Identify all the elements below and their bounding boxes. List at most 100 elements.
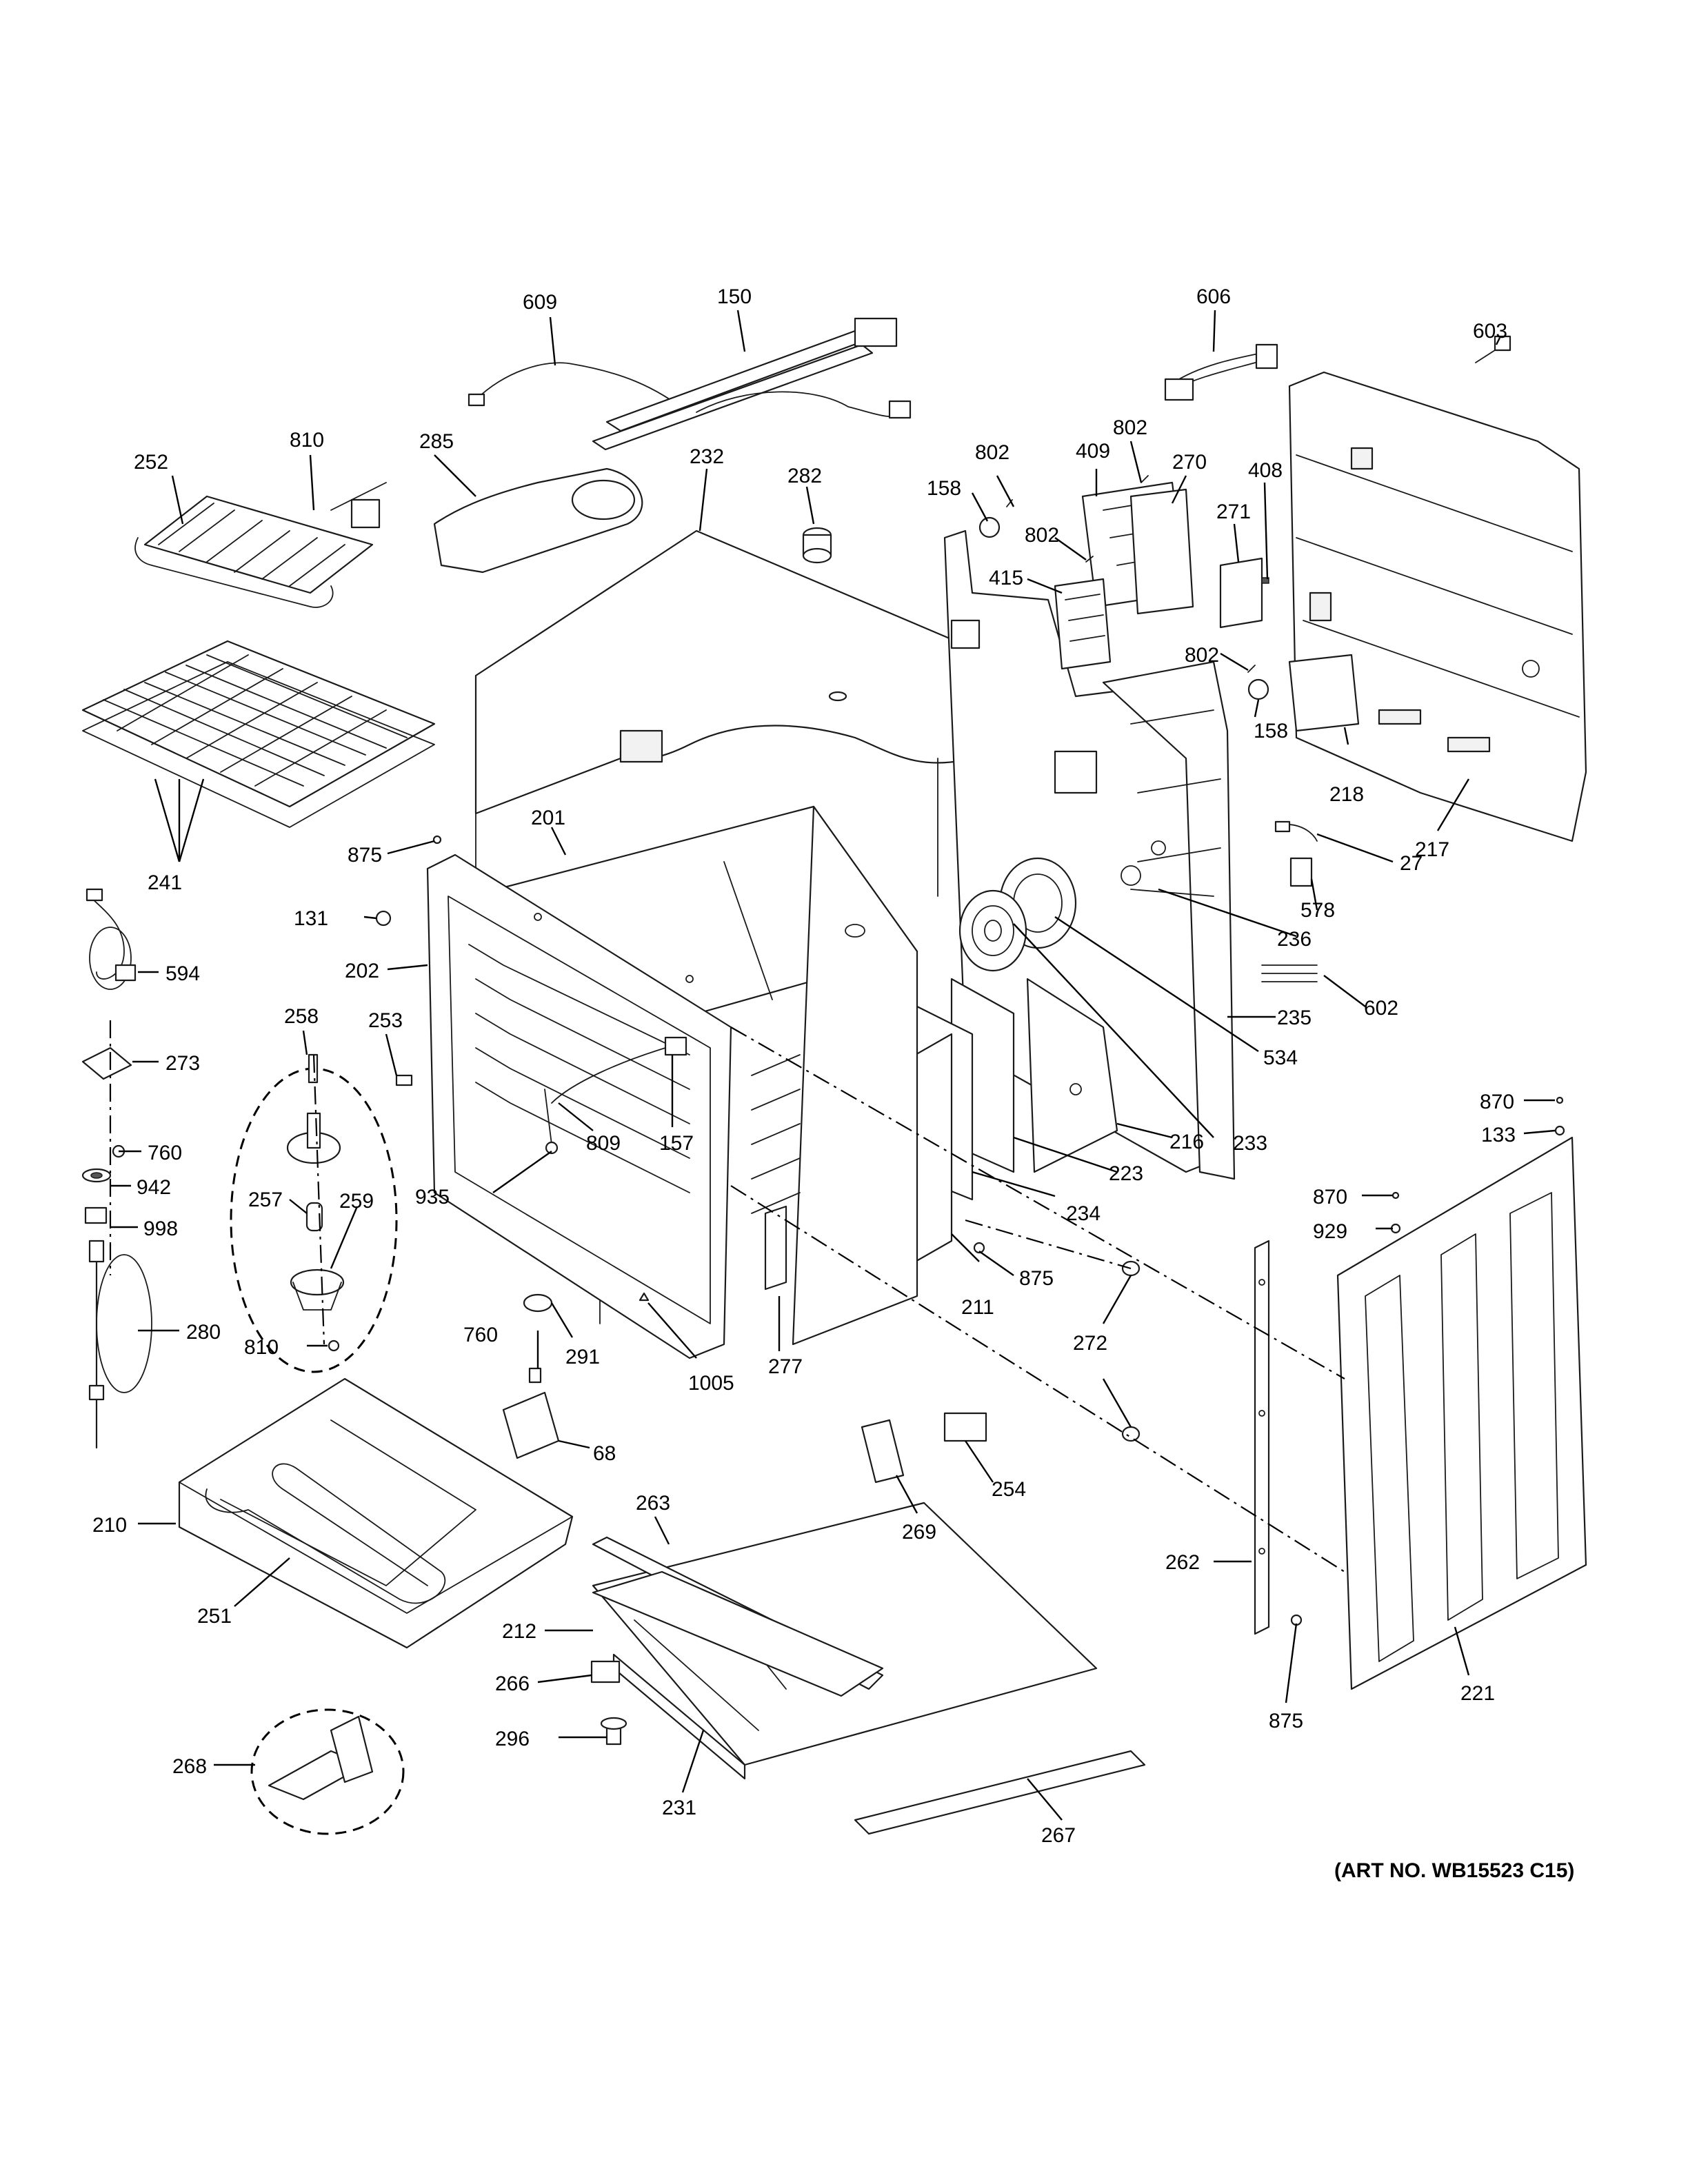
washer-942 [81, 1168, 112, 1183]
callout-271: 271 [1216, 501, 1251, 523]
convection-cover-285 [433, 467, 643, 574]
explode-line-1 [730, 1027, 1345, 1379]
callout-212: 212 [502, 1620, 536, 1643]
callout-272: 272 [1073, 1332, 1107, 1355]
callout-273: 273 [165, 1052, 200, 1075]
screws-802 [1006, 475, 1256, 673]
oven-front-frame-202 [426, 853, 732, 1359]
callout-157: 157 [659, 1132, 694, 1155]
fasteners-870-929-133 [1390, 1096, 1565, 1234]
callout-998: 998 [143, 1217, 178, 1240]
callout-241: 241 [148, 871, 182, 894]
callout-870a: 870 [1480, 1091, 1514, 1113]
callout-251: 251 [197, 1605, 232, 1628]
callout-296: 296 [495, 1728, 530, 1750]
callout-802d: 802 [1185, 644, 1219, 667]
harness-602 [1261, 964, 1318, 982]
callout-409: 409 [1076, 440, 1110, 463]
control-board-415 [1054, 578, 1112, 670]
callout-158b: 158 [1254, 720, 1288, 742]
callout-602: 602 [1364, 997, 1398, 1020]
bracket-269 [861, 1419, 905, 1484]
callout-609: 609 [523, 291, 557, 314]
bumpers-272 [1121, 1260, 1141, 1442]
callout-labels: 609 150 606 603 252 810 285 232 282 802 … [92, 285, 1516, 1847]
thermostat-158a [978, 516, 1001, 538]
callout-266: 266 [495, 1672, 530, 1695]
callout-201: 201 [531, 807, 565, 829]
callout-606: 606 [1196, 285, 1231, 308]
explode-line-3 [965, 1219, 1132, 1270]
callout-875b: 875 [1019, 1267, 1054, 1290]
callout-270: 270 [1172, 451, 1207, 474]
callout-875a: 875 [348, 844, 382, 867]
callout-760b: 760 [463, 1324, 498, 1346]
callout-150: 150 [717, 285, 752, 308]
panel-212 [592, 1570, 884, 1697]
thermostat-158b [1247, 678, 1269, 700]
callout-942: 942 [137, 1176, 171, 1199]
callout-210: 210 [92, 1514, 127, 1537]
gasket-273 [81, 1046, 132, 1080]
callout-252: 252 [134, 451, 168, 474]
screw-875c [1290, 1614, 1303, 1626]
detail-268 [250, 1708, 405, 1835]
art-number: (ART NO. WB15523 C15) [1334, 1859, 1574, 1882]
bake-element-251 [205, 1419, 476, 1604]
callout-875c: 875 [1269, 1710, 1303, 1732]
leader-lines [110, 310, 1556, 1821]
hinge-277 [764, 1205, 787, 1291]
screw-875a [432, 835, 442, 845]
callout-291: 291 [565, 1346, 600, 1368]
clip-27 [1274, 820, 1318, 842]
callout-68: 68 [593, 1442, 616, 1465]
callout-259: 259 [339, 1190, 374, 1213]
outer-panel-221 [1336, 1136, 1587, 1690]
side-trim-262 [1254, 1240, 1270, 1635]
callout-870b: 870 [1313, 1186, 1347, 1209]
element-258-group [230, 1053, 398, 1373]
nut-760b [528, 1367, 542, 1384]
callout-158a: 158 [927, 477, 961, 500]
vent-cap-282 [802, 527, 832, 564]
nut-998 [84, 1206, 108, 1224]
callout-282: 282 [787, 465, 822, 487]
duct-236 [1130, 889, 1214, 897]
light-157 [551, 1036, 687, 1104]
sensor-280 [88, 1240, 152, 1449]
callout-231: 231 [662, 1797, 696, 1819]
item-1005 [639, 1292, 650, 1302]
callout-267: 267 [1041, 1824, 1076, 1847]
convection-fan-534 [958, 857, 1077, 972]
callout-133: 133 [1481, 1124, 1516, 1146]
callout-236: 236 [1277, 928, 1312, 951]
callout-534: 534 [1263, 1046, 1298, 1069]
callout-415: 415 [989, 567, 1023, 589]
bracket-253 [395, 1074, 413, 1086]
screw-875b [973, 1242, 985, 1254]
callout-217: 217 [1415, 838, 1449, 861]
cover-plate-218 [1288, 654, 1360, 732]
callout-935: 935 [415, 1186, 450, 1209]
outer-wrapper-232 [474, 529, 974, 897]
control-mounting-panel [943, 529, 1236, 1180]
callout-408: 408 [1248, 459, 1283, 482]
callout-277: 277 [768, 1355, 803, 1378]
relay-board-271 [1219, 557, 1263, 629]
callout-254: 254 [992, 1478, 1026, 1501]
control-board-270 [1129, 488, 1194, 615]
trim-rail-267 [854, 1750, 1146, 1835]
callout-802b: 802 [1113, 416, 1147, 439]
callout-223: 223 [1109, 1162, 1143, 1185]
callout-258: 258 [284, 1005, 319, 1028]
callout-269: 269 [902, 1521, 936, 1544]
callout-253: 253 [368, 1009, 403, 1032]
bracket-68 [502, 1391, 560, 1459]
screw-296 [600, 1717, 627, 1746]
callout-810a: 810 [290, 429, 324, 452]
callout-235: 235 [1277, 1007, 1312, 1029]
back-panel-217 [1288, 371, 1587, 842]
callout-216: 216 [1169, 1131, 1204, 1153]
callout-760a: 760 [148, 1142, 182, 1164]
bracket-254 [943, 1412, 987, 1442]
